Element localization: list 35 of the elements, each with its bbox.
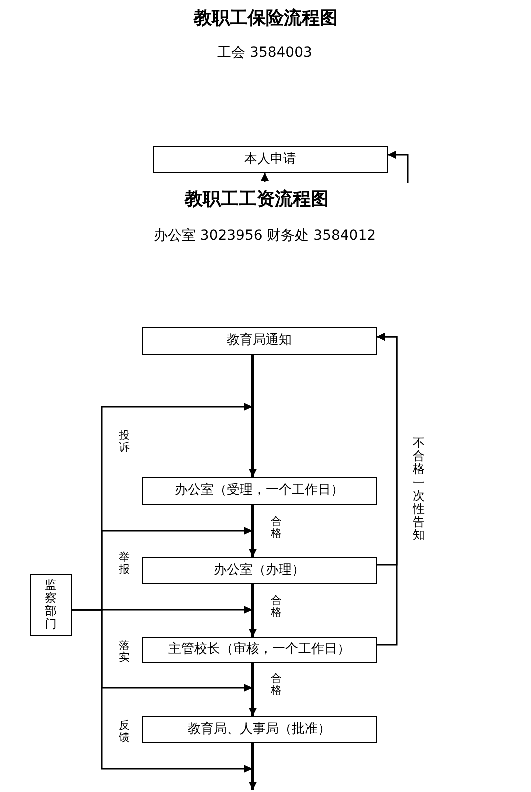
- edge-label: 反馈: [119, 720, 130, 744]
- process-box: [142, 637, 377, 663]
- arrow: [249, 505, 257, 557]
- contact-text: 办公室 3023956 财务处 3584012: [154, 228, 376, 245]
- node-label: 监察部门: [45, 578, 57, 632]
- process-box: [153, 146, 388, 173]
- arrow: [72, 609, 257, 790]
- edge-label: 举报: [119, 552, 130, 576]
- node-label: 办公室（办理）: [214, 562, 305, 578]
- arrow: [249, 355, 257, 477]
- node-label: 办公室（受理，一个工作日）: [175, 483, 344, 499]
- process-box: [142, 477, 377, 505]
- arrow: [249, 663, 257, 716]
- edge-label: 落实: [119, 640, 130, 664]
- process-box: [30, 574, 72, 636]
- diagram-title: 教职工保险流程图: [194, 8, 338, 30]
- edge-label: 合格: [271, 516, 282, 540]
- arrow: [249, 743, 257, 790]
- contact-text: 工会 3584003: [218, 45, 312, 62]
- node-label: 本人申请: [244, 152, 296, 168]
- node-label: 教育局、人事局（批准）: [188, 722, 331, 738]
- node-label: 教育局通知: [227, 333, 292, 349]
- edge-label: 合格: [271, 673, 282, 698]
- edge-label: 投诉: [119, 430, 130, 454]
- process-box: [142, 557, 377, 584]
- section-heading: 教职工工资流程图: [185, 190, 329, 211]
- process-box: [142, 327, 377, 355]
- arrow: [249, 584, 257, 637]
- arrow: [377, 333, 398, 646]
- arrow: [388, 151, 409, 183]
- process-box: [142, 716, 377, 743]
- edge-label: 不合格一次性告知: [413, 437, 425, 542]
- arrow: [261, 173, 269, 182]
- node-label: 主管校长（审核，一个工作日）: [168, 642, 350, 658]
- edge-label: 合格: [271, 595, 282, 620]
